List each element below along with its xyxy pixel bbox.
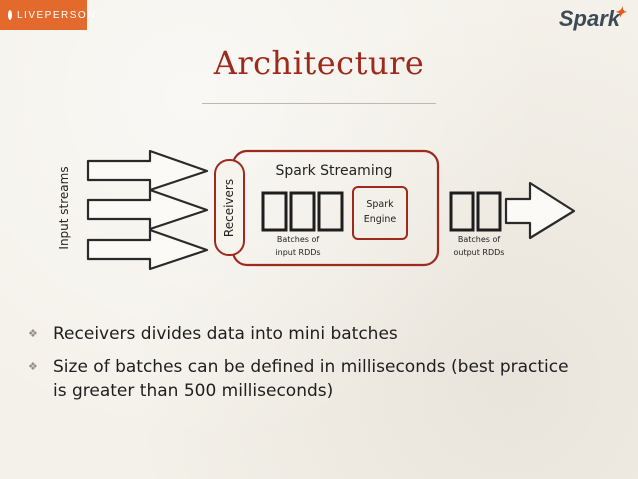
liveperson-logo: LIVEPERSON: [0, 0, 94, 30]
receivers-label: Receivers: [222, 179, 236, 237]
input-streams-label: Input streams: [57, 166, 71, 249]
bullet-item: ❖ Size of batches can be defined in mill…: [28, 355, 608, 379]
bullet-text: is greater than 500 milliseconds): [53, 381, 334, 401]
bullet-list: ❖ Receivers divides data into mini batch…: [28, 322, 608, 412]
bullet-text: Size of batches can be defined in millis…: [53, 357, 569, 377]
spark-star-icon: ✦: [614, 4, 626, 20]
spark-streaming-label: Spark Streaming: [276, 163, 393, 179]
input-arrow-2: [86, 188, 209, 231]
slide-title: Architecture: [213, 44, 425, 82]
liveperson-circle-icon: [8, 10, 12, 20]
output-arrow: [504, 181, 576, 240]
output-batch-1: [449, 191, 475, 232]
input-arrow-3: [86, 228, 209, 271]
diamond-bullet-icon: ❖: [28, 327, 38, 340]
input-batches-caption-line1: Batches of: [277, 235, 320, 244]
output-batches-caption-line1: Batches of: [458, 235, 501, 244]
liveperson-logo-text: LIVEPERSON: [17, 9, 96, 21]
spark-engine-box: [352, 186, 408, 240]
bullet-continuation: is greater than 500 milliseconds): [28, 379, 608, 403]
spark-engine-label-line2: Engine: [364, 214, 397, 225]
input-batch-1: [261, 191, 288, 232]
output-batches-caption-line2: output RDDs: [454, 248, 505, 257]
bullet-text: Receivers divides data into mini batches: [53, 324, 398, 344]
spark-engine-label-line1: Spark: [366, 199, 394, 210]
input-arrow-1: [86, 149, 209, 192]
bullet-item: ❖ Receivers divides data into mini batch…: [28, 322, 608, 346]
output-batch-2: [476, 191, 502, 232]
spark-logo: Spark ✦: [558, 4, 626, 32]
diamond-bullet-icon: ❖: [28, 360, 38, 373]
input-batch-2: [289, 191, 316, 232]
title-divider: [202, 103, 436, 104]
input-batches-caption-line2: input RDDs: [275, 248, 320, 257]
input-batch-3: [317, 191, 344, 232]
receivers-box: [214, 159, 245, 256]
spark-logo-text: Spark: [558, 6, 620, 31]
